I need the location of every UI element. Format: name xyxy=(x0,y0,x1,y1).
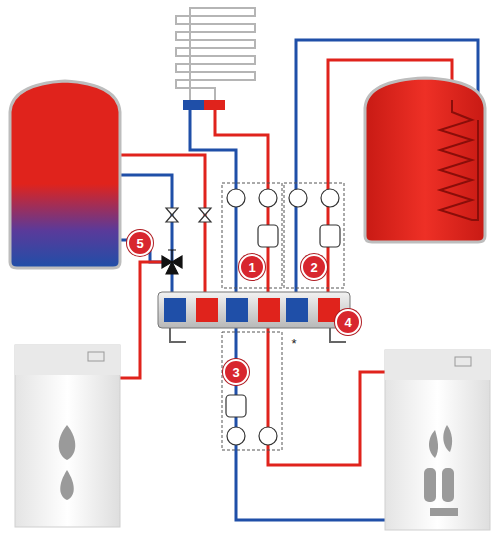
label-text: 3 xyxy=(232,365,239,380)
mixing-valve xyxy=(162,250,182,274)
footnote-mark: * xyxy=(288,336,300,350)
callout-number: 1 xyxy=(239,254,265,280)
distribution-manifold xyxy=(158,292,350,342)
label-text: 5 xyxy=(136,236,143,251)
hot-water-tank xyxy=(365,78,485,242)
callout-number: 4 xyxy=(335,309,361,335)
label-text: 4 xyxy=(344,315,351,330)
buffer-tank xyxy=(10,81,120,268)
label-text: 1 xyxy=(248,260,255,275)
label-text: * xyxy=(291,336,296,351)
callout-number: 3 xyxy=(223,359,249,385)
floor-manifold xyxy=(183,100,225,110)
callout-number: 5 xyxy=(127,230,153,256)
floor-heating-coil xyxy=(176,8,255,100)
floor-manifold-supply xyxy=(204,100,225,110)
shutoff-valves xyxy=(166,208,211,222)
oil-gas-boiler xyxy=(15,345,120,527)
label-text: 2 xyxy=(310,260,317,275)
solid-fuel-boiler xyxy=(385,350,490,530)
heat-exchanger-coil xyxy=(440,100,478,220)
callout-number: 2 xyxy=(301,254,327,280)
